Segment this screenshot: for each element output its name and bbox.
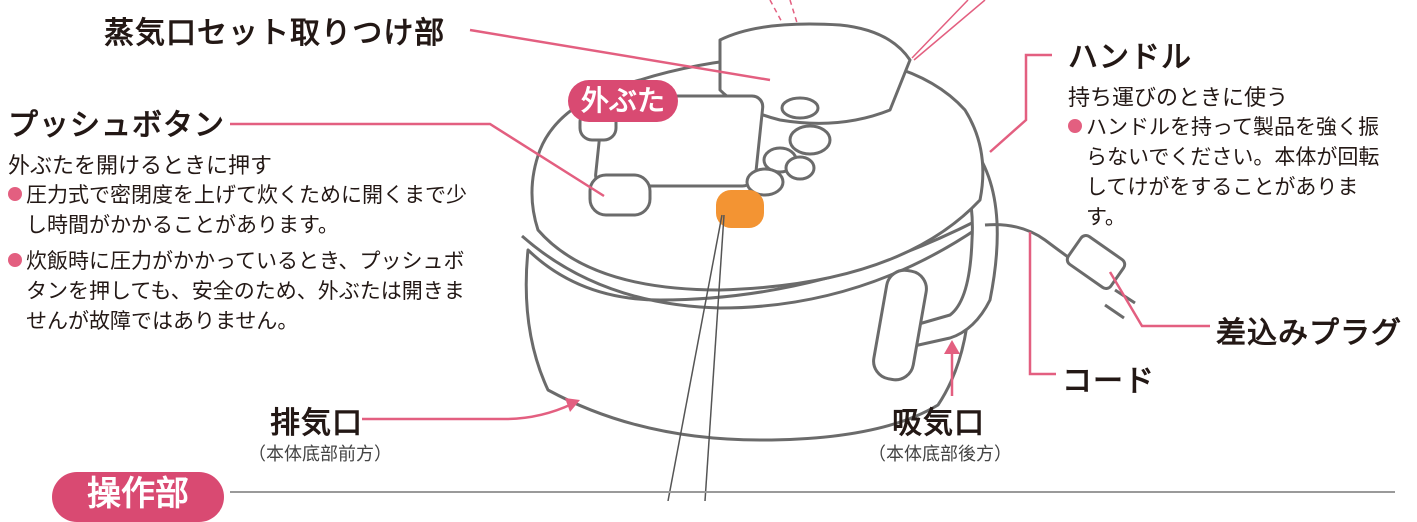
bullet-dot (8, 253, 22, 267)
label-plug: 差込みプラグ (1216, 316, 1402, 351)
label-control-panel: 操作部 (52, 472, 224, 522)
leader-cord (1028, 232, 1056, 376)
label-steam-port-mount: 蒸気口セット取りつけ部 (104, 16, 446, 51)
cord-and-plug (984, 223, 1136, 320)
label-cord: コード (1062, 364, 1155, 399)
handle-description: 持ち運びのときに使う (1068, 86, 1289, 111)
label-exhaust: 排気口 (270, 406, 363, 441)
rice-cooker-diagram (230, 0, 1395, 501)
label-intake: 吸気口 (892, 406, 985, 441)
leader-steam-port (469, 28, 771, 82)
control-panel-leaders (667, 214, 725, 501)
handle-grip (872, 268, 928, 382)
intake-location: （本体底部後方） (868, 444, 1012, 465)
label-push-button: プッシュボタン (8, 108, 225, 143)
leader-exhaust (362, 402, 573, 421)
exhaust-location: （本体底部前方） (248, 444, 392, 465)
leader-plug (1108, 271, 1210, 328)
label-handle: ハンドル (1068, 40, 1192, 75)
bullet-dot (8, 187, 22, 201)
leader-push-button (230, 122, 605, 198)
body-band (521, 226, 979, 310)
orange-button (716, 190, 764, 228)
push-note-2: 炊飯時に圧力がかかっているとき、プッシュボタンを押しても、安全のため、外ぶたは開… (8, 246, 468, 336)
leader-lines (230, 28, 1210, 421)
bullet-dot (1068, 119, 1082, 133)
rice-cooker (521, 22, 999, 442)
handle-note: ハンドルを持って製品を強く振らないでください。本体が回転してけがをすることがあり… (1068, 112, 1390, 232)
cooker-body (524, 218, 980, 442)
left-button (588, 173, 652, 217)
push-button-description: 外ぶたを開けるときに押す (8, 154, 273, 179)
push-note-1: 圧力式で密閉度を上げて炊くために開くまで少し時間がかかることがあります。 (8, 180, 468, 240)
leader-handle (989, 53, 1052, 153)
label-outer-lid: 外ぶた (568, 80, 678, 122)
